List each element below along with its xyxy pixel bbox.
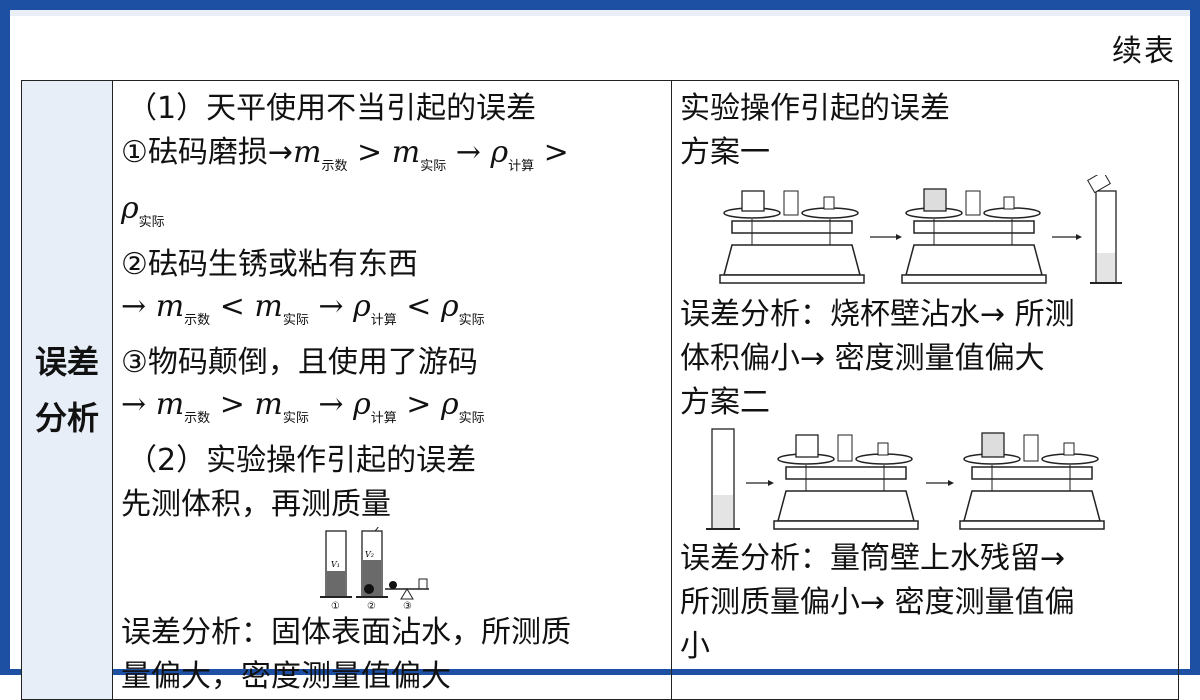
plan1-analysis-line-2: 体积偏小→ 密度测量值偏大 — [680, 341, 1045, 376]
sub-calc: 计算 — [370, 411, 397, 426]
row-label-line-1: 误差 — [34, 343, 99, 381]
sub-actual: 实际 — [282, 313, 309, 328]
sub-shown: 示数 — [184, 313, 211, 328]
section2-title: （2）实验操作引起的误差 — [127, 443, 477, 478]
sub-actual: 实际 — [420, 159, 447, 174]
sub-actual: 实际 — [458, 411, 485, 426]
m-symbol: m — [293, 135, 322, 170]
item2-relation: → m示数 < m实际 → ρ计算 < ρ实际 — [113, 287, 671, 341]
label-v2: V₂ — [365, 550, 374, 559]
rho-symbol: ρ — [490, 135, 509, 170]
balance-3 — [773, 434, 919, 530]
plan2-figure — [706, 428, 1105, 530]
graduated-cylinder — [1087, 175, 1122, 284]
section1-title: （1）天平使用不当引起的误差 — [127, 91, 537, 126]
sub-actual: 实际 — [458, 313, 485, 328]
item3-relation: → m示数 > m实际 → ρ计算 > ρ实际 — [113, 385, 671, 439]
flow-arrow-4-head — [948, 480, 954, 486]
item3-text: ③物码颠倒，且使用了游码 — [121, 345, 478, 380]
sub-shown: 示数 — [321, 159, 348, 174]
flow-arrow-3-head — [768, 480, 774, 486]
graduated-cylinder-2 — [706, 428, 740, 530]
mini-balance-weight — [418, 578, 428, 590]
flow-arrow-2-head — [1076, 234, 1082, 240]
gt-sign: > — [357, 135, 383, 170]
balance-1 — [719, 190, 865, 284]
m-symbol: m — [391, 135, 421, 170]
arrow: → — [121, 289, 147, 324]
mini-balance-pivot — [400, 588, 414, 600]
content-table: 误差 分析 （1）天平使用不当引起的误差 ①砝码磨损→m示数 > m实际 → ρ… — [21, 80, 1179, 700]
plan2-analysis-line-2: 所测质量偏小→ 密度测量值偏 — [680, 585, 1075, 620]
m-symbol: m — [155, 289, 185, 324]
rho-symbol: ρ — [353, 289, 371, 324]
rho-symbol: ρ — [121, 191, 139, 226]
row-label-cell: 误差 分析 — [21, 80, 113, 700]
rho-symbol: ρ — [440, 387, 459, 422]
solid-object — [364, 584, 374, 594]
thread — [374, 527, 379, 532]
right-title: 实验操作引起的误差 — [680, 91, 950, 126]
plan2-analysis-line-3: 小 — [680, 629, 710, 664]
plan1-analysis-line-1: 误差分析：烧杯壁沾水→ 所测 — [680, 297, 1075, 332]
lt-sign: < — [406, 289, 432, 324]
balance-2 — [901, 188, 1047, 284]
item2-text: ②砝码生锈或粘有东西 — [121, 247, 418, 282]
item1-line: ①砝码磨损→m示数 > m实际 → ρ计算 > — [113, 131, 671, 189]
method-text: 先测体积，再测质量 — [121, 487, 391, 522]
arrow: → — [318, 387, 344, 422]
arrow: → — [455, 135, 481, 170]
label-circle-2: ② — [367, 601, 376, 611]
label-v1: V₁ — [331, 560, 340, 569]
plan2-label: 方案二 — [680, 385, 770, 420]
gt-sign: > — [543, 135, 569, 170]
top-band — [10, 10, 1190, 16]
left-analysis-line-2: 量偏大，密度测量值偏大 — [121, 659, 451, 694]
label-circle-1: ① — [331, 601, 340, 611]
water-1 — [327, 571, 345, 596]
sub-calc: 计算 — [370, 313, 397, 328]
sub-actual: 实际 — [138, 215, 165, 230]
sub-shown: 示数 — [184, 411, 211, 426]
plan1-label: 方案一 — [680, 135, 770, 170]
cylinder-figure: V₁ V₂ ① ② ③ — [320, 527, 429, 611]
rho-symbol: ρ — [440, 289, 459, 324]
right-content-cell: 实验操作引起的误差 方案一 — [671, 80, 1179, 700]
label-circle-3: ③ — [403, 601, 412, 611]
left-content-cell: （1）天平使用不当引起的误差 ①砝码磨损→m示数 > m实际 → ρ计算 > ρ… — [112, 80, 672, 700]
gt-sign: > — [219, 387, 245, 422]
arrow: → — [318, 289, 344, 324]
flow-arrow-1-head — [896, 234, 902, 240]
rho-symbol: ρ — [353, 387, 371, 422]
left-analysis-line-1: 误差分析：固体表面沾水，所测质 — [121, 615, 571, 650]
sub-actual: 实际 — [282, 411, 309, 426]
m-symbol: m — [155, 387, 185, 422]
plan1-figure — [719, 175, 1122, 284]
row-label-line-2: 分析 — [34, 399, 99, 437]
lt-sign: < — [219, 289, 245, 324]
mini-balance-object — [389, 581, 397, 589]
m-symbol: m — [254, 289, 283, 324]
plan2-analysis-line-1: 误差分析：量筒壁上水残留→ — [680, 541, 1066, 576]
sub-calc: 计算 — [508, 159, 535, 174]
balance-4 — [959, 432, 1105, 530]
continued-table-label: 续表 — [1112, 34, 1176, 69]
item1-continued: ρ实际 — [113, 189, 671, 243]
gt-sign: > — [406, 387, 432, 422]
arrow: → — [121, 387, 147, 422]
item1-text: ①砝码磨损→ — [121, 135, 294, 170]
m-symbol: m — [254, 387, 283, 422]
